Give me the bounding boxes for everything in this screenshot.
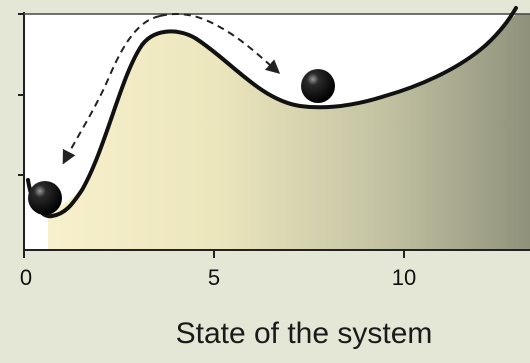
x-tick-label-0: 0	[20, 265, 32, 290]
x-axis-label: State of the system	[176, 317, 433, 350]
ball-left	[28, 181, 62, 215]
x-tick-label-10: 10	[392, 265, 416, 290]
ball-right	[301, 69, 335, 103]
x-tick-label-5: 5	[208, 265, 220, 290]
